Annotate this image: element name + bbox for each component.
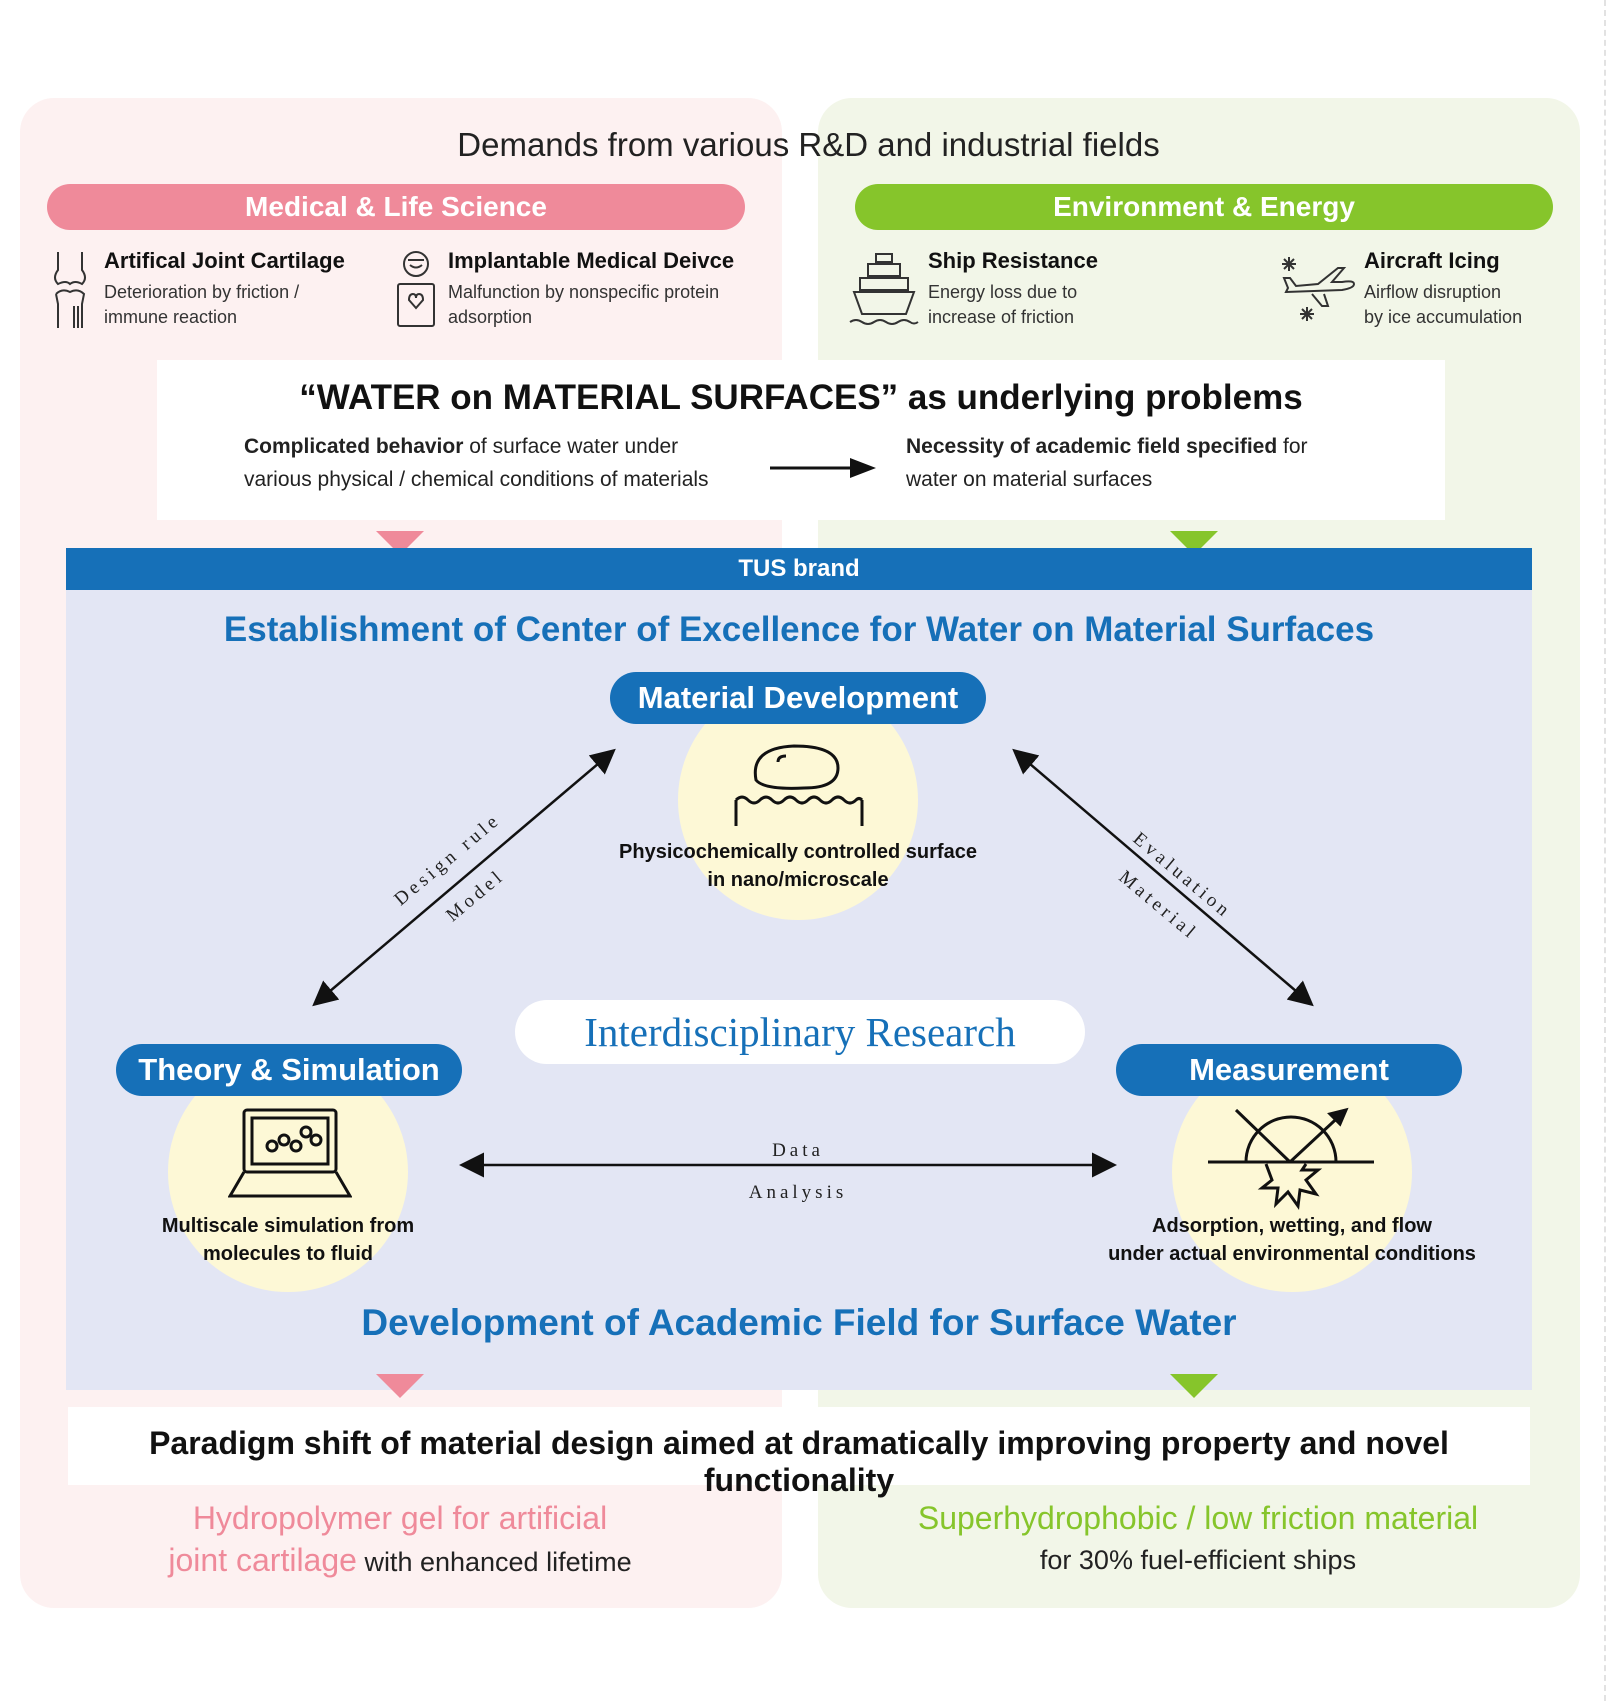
problem-left-bold: Complicated behavior [244,435,464,458]
medical-outcome: Hydropolymer gel for artificial joint ca… [60,1497,740,1583]
green-down-triangle-bottom-icon [1170,1374,1218,1398]
measurement-caption-2: under actual environmental conditions [1108,1243,1476,1265]
material-caption: Physicochemically controlled surface in … [560,838,1036,894]
problem-right-line2: water on material surfaces [906,468,1153,491]
ship-icon [849,253,919,325]
material-measurement-arrow [1012,748,1314,1007]
material-development-pill: Material Development [610,672,986,724]
data-label: Data [772,1140,824,1161]
problem-box [157,360,1445,520]
problem-arrow-icon [770,458,876,478]
medical-outcome-line1: Hydropolymer gel for artificial [192,1500,608,1536]
item-desc-aircraft-icing-1: Airflow disruption [1364,282,1502,302]
item-desc-ship-resistance-2: increase of friction [928,307,1075,327]
environment-outcome-rest: for 30% fuel-efficient ships [1039,1545,1357,1575]
item-title-aircraft-icing: Aircraft Icing [1364,248,1500,273]
item-title-joint-cartilage: Artifical Joint Cartilage [104,248,345,273]
problem-right-text: Necessity of academic field specified fo… [906,430,1308,496]
analysis-label: Analysis [748,1182,848,1203]
paradigm-text: Paradigm shift of material design aimed … [149,1425,1449,1498]
theory-caption: Multiscale simulation from molecules to … [70,1212,506,1268]
item-desc-joint-cartilage-1: Deterioration by friction / [104,282,300,302]
measurement-caption-1: Adsorption, wetting, and flow [1152,1215,1432,1237]
knee-joint-icon [54,252,86,328]
item-title-ship-resistance: Ship Resistance [928,248,1098,273]
problem-left-text: Complicated behavior of surface water un… [244,430,709,496]
medical-field-pill: Medical & Life Science [47,184,745,230]
environment-outcome-line1: Superhydrophobic / low friction material [917,1500,1479,1536]
item-desc-implant-device-1: Malfunction by nonspecific protein [448,282,720,302]
item-desc-joint-cartilage-2: immune reaction [104,307,238,327]
academic-field-title: Development of Academic Field for Surfac… [361,1302,1237,1343]
material-caption-2: in nano/microscale [707,869,889,891]
item-desc-ship-resistance-1: Energy loss due to [928,282,1078,302]
theory-caption-2: molecules to fluid [202,1243,374,1265]
paradigm-box [68,1407,1530,1485]
demands-title: Demands from various R&D and industrial … [457,126,1160,163]
environment-outcome: Superhydrophobic / low friction material… [858,1497,1538,1581]
measurement-caption: Adsorption, wetting, and flow under actu… [1070,1212,1514,1268]
problem-right-rest: for [1277,435,1308,458]
measurement-optics-icon [1208,1107,1374,1210]
theory-material-arrow [312,748,616,1007]
laptop-icon [228,1108,352,1198]
theory-caption-1: Multiscale simulation from [161,1215,415,1237]
water-droplet-surface-icon [734,744,864,826]
measurement-pill: Measurement [1116,1044,1462,1096]
theory-simulation-pill: Theory & Simulation [116,1044,462,1096]
problem-right-bold: Necessity of academic field specified [906,435,1278,458]
aircraft-icing-icon [1282,257,1356,321]
implant-device-icon [397,251,435,327]
item-desc-aircraft-icing-2: by ice accumulation [1364,307,1523,327]
item-title-implant-device: Implantable Medical Deivce [448,248,735,273]
medical-outcome-rest: with enhanced lifetime [356,1547,632,1577]
item-desc-implant-device-2: adsorption [448,307,533,327]
medical-outcome-line2: joint cartilage [168,1542,357,1578]
problem-left-rest: of surface water under [463,435,679,458]
environment-field-pill: Environment & Energy [855,184,1553,230]
interdisciplinary-research-label: Interdisciplinary Research [515,1000,1085,1064]
problem-left-line2: various physical / chemical conditions o… [244,468,709,491]
problem-title: “WATER on MATERIAL SURFACES” as underlyi… [299,378,1303,417]
material-caption-1: Physicochemically controlled surface [619,841,977,863]
pink-down-triangle-icon [376,531,424,555]
pink-down-triangle-bottom-icon [376,1374,424,1398]
tus-brand-bar: TUS brand [66,548,1532,590]
green-down-triangle-icon [1170,531,1218,555]
page-edge-divider [1604,0,1606,1701]
coe-title: Establishment of Center of Excellence fo… [223,610,1375,649]
